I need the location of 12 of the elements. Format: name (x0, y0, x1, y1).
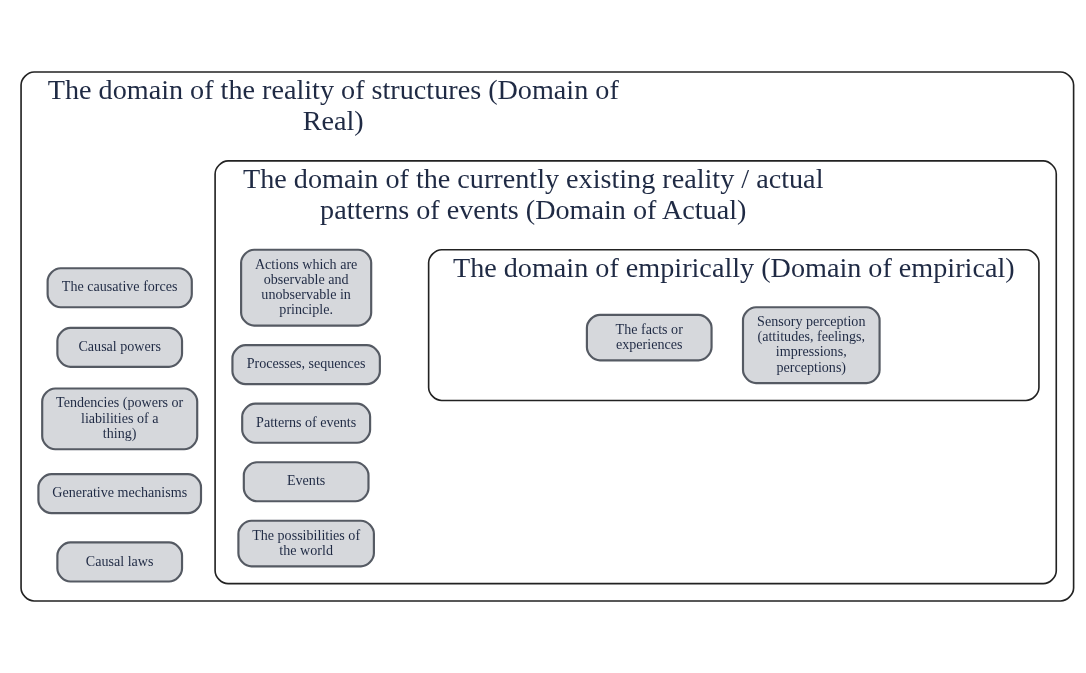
node-box: Sensory perception (attitudes, feelings, impressions, perceptions) (741, 306, 881, 385)
node-box: Events (242, 461, 370, 503)
node-box: Causal powers (56, 326, 184, 368)
node-box: Actions which are observable and unobservable in principle. (240, 248, 373, 327)
node-box: Causal laws (56, 541, 184, 583)
node-box: The facts or experiences (585, 313, 713, 362)
node-box: Processes, sequences (231, 344, 381, 386)
node-box: Tendencies (powers or liabilities of a thing) (41, 387, 199, 451)
node-box: Generative mechanisms (37, 473, 203, 515)
node-box: The possibilities of the world (237, 519, 375, 568)
node-box: Patterns of events (241, 402, 372, 444)
node-box: The causative forces (46, 267, 193, 309)
